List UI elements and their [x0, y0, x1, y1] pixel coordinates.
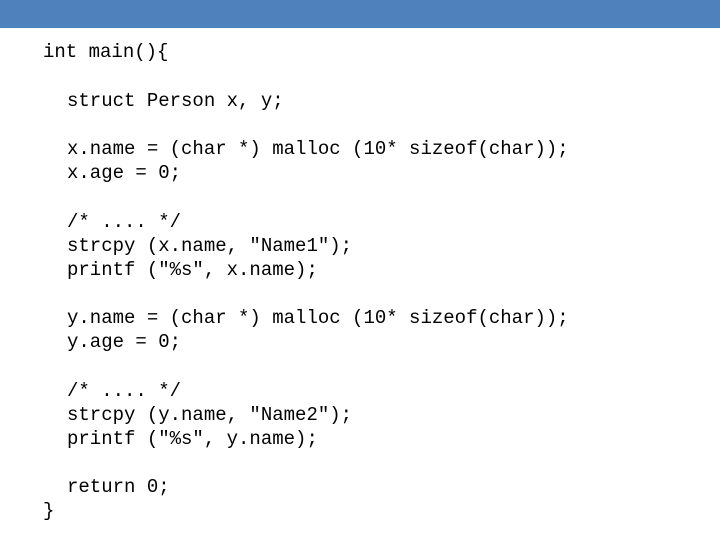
- code-line-x-age: x.age = 0;: [67, 162, 182, 184]
- code-line-x-name-malloc: x.name = (char *) malloc (10* sizeof(cha…: [67, 138, 569, 160]
- code-block: int main(){ struct Person x, y; x.name =…: [43, 40, 703, 523]
- blank-line: [43, 451, 703, 476]
- blank-line: [43, 354, 703, 379]
- code-line-return: return 0;: [67, 476, 170, 498]
- blank-line: [43, 185, 703, 210]
- code-line-y-name-malloc: y.name = (char *) malloc (10* sizeof(cha…: [67, 307, 569, 329]
- code-line-y-printf: printf ("%s", y.name);: [67, 427, 318, 450]
- code-line-y-age: y.age = 0;: [67, 331, 182, 353]
- blank-line: [43, 282, 703, 307]
- code-line-x-comment: /* .... */: [67, 210, 182, 233]
- slide-header-bar: [0, 0, 720, 28]
- code-line-x-printf: printf ("%s", x.name);: [67, 258, 318, 281]
- code-line-y-strcpy: strcpy (y.name, "Name2");: [67, 403, 353, 426]
- code-line-x-strcpy: strcpy (x.name, "Name1");: [67, 234, 353, 257]
- blank-line: [43, 64, 703, 89]
- code-line-main-open: int main(){: [43, 41, 169, 63]
- blank-line: [43, 113, 703, 138]
- code-line-y-comment: /* .... */: [67, 379, 182, 402]
- code-line-struct-declaration: struct Person x, y;: [67, 89, 284, 112]
- code-line-main-close: }: [43, 500, 55, 522]
